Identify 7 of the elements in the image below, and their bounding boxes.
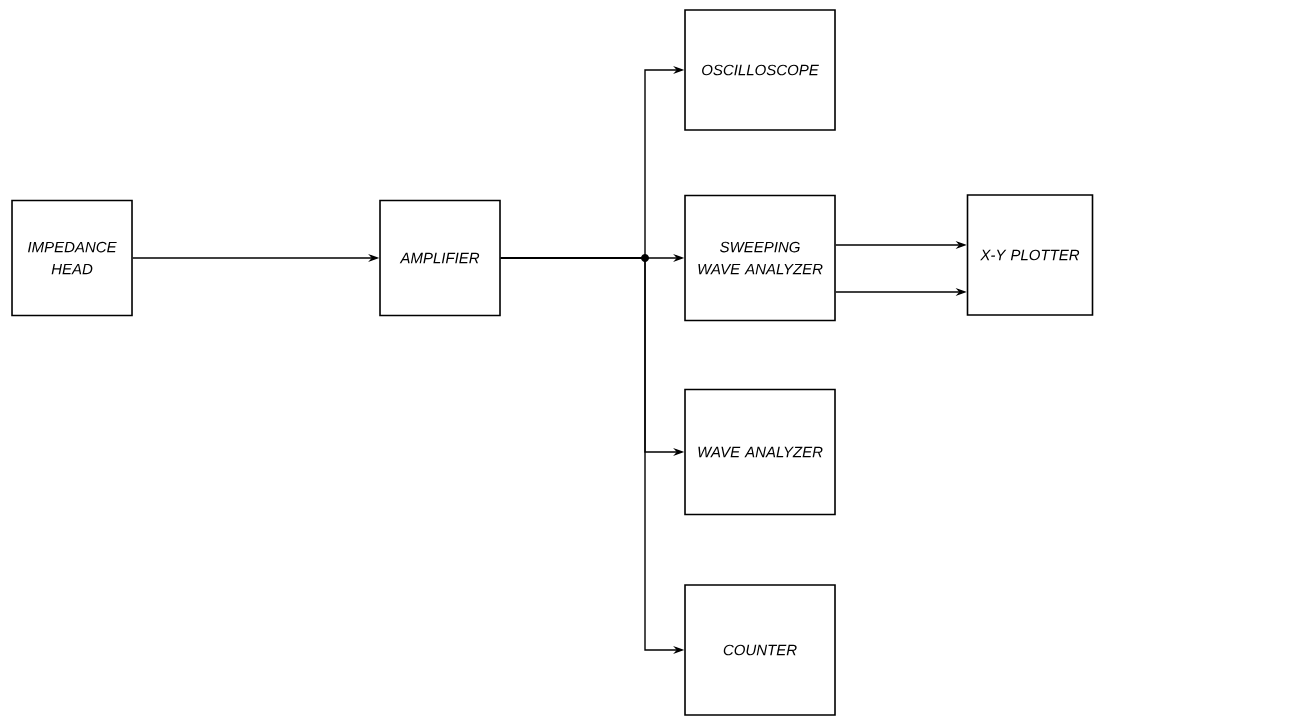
block-box: X-Y PLOTTER: [966, 194, 1094, 316]
block-box: OSCILLOSCOPE: [684, 9, 836, 131]
block-box: SWEEPING WAVE ANALYZER: [684, 194, 836, 322]
block-box: WAVE ANALYZER: [684, 388, 836, 516]
block-box: COUNTER: [684, 584, 836, 716]
block-box: IMPEDANCE HEAD: [11, 199, 133, 317]
block-box: AMPLIFIER: [379, 199, 501, 317]
